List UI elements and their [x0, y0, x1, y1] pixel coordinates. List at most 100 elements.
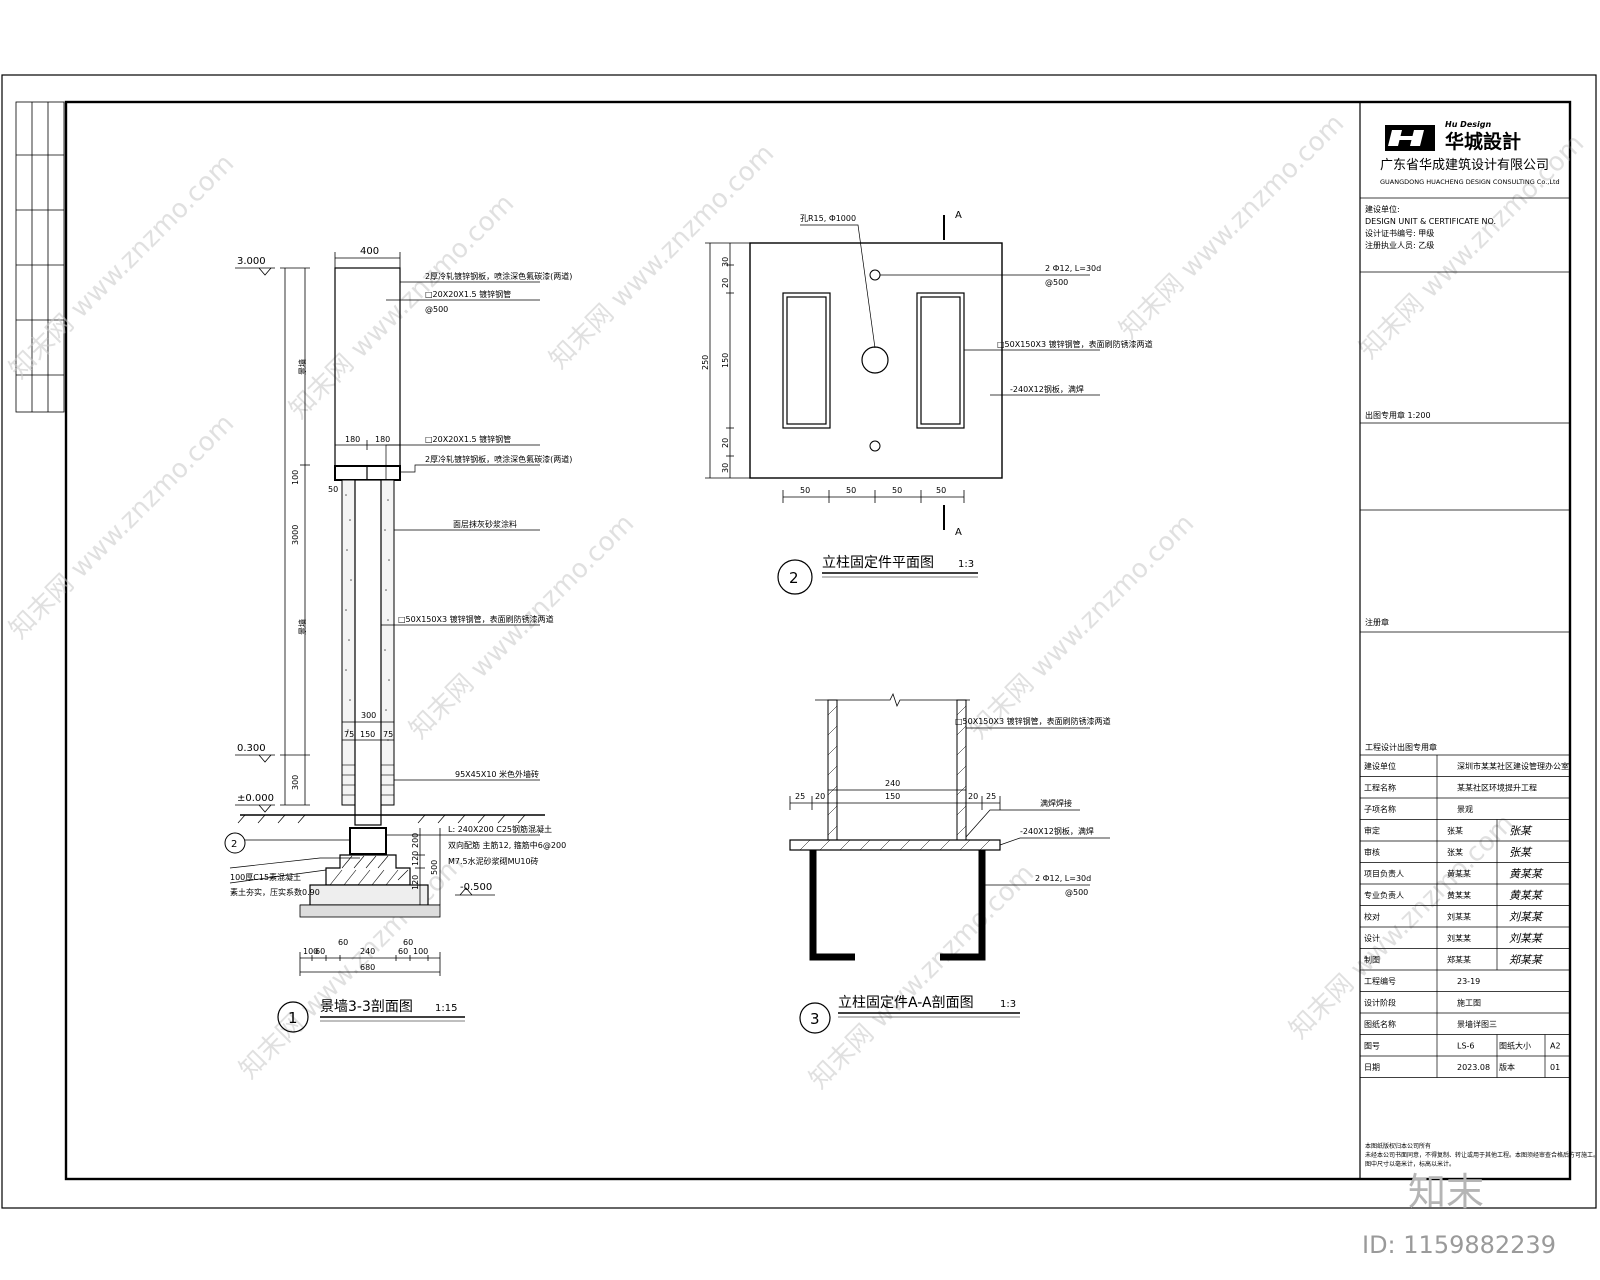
- section-mark: A: [955, 527, 962, 538]
- steel-tube-left: [782, 292, 831, 429]
- sheet-size: A2: [1550, 1042, 1561, 1051]
- drawing-number: 2: [789, 569, 799, 587]
- ground-hatch: [237, 814, 526, 824]
- company-logo-icon: [1385, 125, 1435, 151]
- dim-label: 240: [885, 779, 900, 788]
- tb-row-value: 23-19: [1457, 977, 1480, 986]
- tb-row-label: 审核: [1364, 847, 1380, 857]
- side-label: 景墙: [297, 359, 307, 375]
- side-label: 景墙: [297, 619, 307, 635]
- dim-label: 75: [383, 730, 393, 739]
- dim-label: 300: [291, 775, 300, 790]
- tb-signature: 刘某某: [1509, 911, 1544, 924]
- drawing-title: 景墙3-3剖面图: [320, 999, 413, 1015]
- drawing-scale: 1:3: [958, 559, 974, 570]
- level-label: 0.300: [237, 743, 266, 754]
- watermark: 知末网 www.znzmo.com: [544, 139, 780, 375]
- tb-row-label: 工程编号: [1364, 976, 1396, 986]
- watermark: 知末网 www.znzmo.com: [284, 189, 520, 425]
- tb-row-value: 景观: [1457, 805, 1473, 814]
- anchor-rebar-right: [940, 850, 986, 961]
- tb-row-value: 刘某某: [1447, 912, 1471, 922]
- tb-signature: 张某: [1509, 846, 1533, 859]
- rebar-hole: [869, 440, 881, 452]
- company-name-cn: 广东省华成建筑设计有限公司: [1380, 157, 1549, 173]
- tb-footer-note: 未经本公司书面同意，不得复制、转让或用于其他工程。本图须经审查合格后方可施工。: [1365, 1151, 1599, 1159]
- dim-label: 30: [721, 463, 730, 473]
- dim-label: 200: [411, 833, 420, 848]
- tb-row-value: 张某: [1447, 848, 1463, 857]
- dim-label: 180: [375, 435, 390, 444]
- compacted-soil: [299, 904, 441, 918]
- dim-label: 50: [892, 486, 902, 495]
- callout: -240X12钢板，满焊: [1020, 826, 1094, 836]
- dim-label: 50: [846, 486, 856, 495]
- callout: □50X150X3 镀锌钢管，表面刷防锈漆两道: [997, 339, 1153, 349]
- dim-label: 3000: [291, 525, 300, 545]
- callout: □50X150X3 镀锌钢管，表面刷防锈漆两道: [955, 716, 1111, 726]
- drawing-number: 1: [288, 1009, 298, 1027]
- tb-row-label: 专业负责人: [1364, 890, 1404, 900]
- watermark: 知末网 www.znzmo.com: [4, 409, 240, 645]
- dim-label: 75: [344, 730, 354, 739]
- callout: 2厚冷轧镀锌钢板，喷涂深色氟碳漆(两道): [425, 271, 572, 281]
- tb-row-value: 黄某某: [1447, 890, 1471, 900]
- tb-row-label: 图号: [1364, 1042, 1380, 1051]
- tb-row-label: 工程名称: [1364, 783, 1396, 793]
- steel-post: [354, 479, 382, 826]
- anchor-rebar-left: [809, 850, 855, 961]
- dim-label: 60: [403, 938, 413, 947]
- callout: 满焊焊接: [1040, 798, 1072, 808]
- dim-label: 100: [291, 470, 300, 485]
- dim-label: 25: [986, 792, 996, 801]
- tb-row-value: 2023.08: [1457, 1063, 1490, 1072]
- dim-label: 50: [800, 486, 810, 495]
- drawing-number-circle: [777, 559, 813, 595]
- tb-signature: 张某: [1509, 825, 1533, 838]
- company-name-en: GUANGDONG HUACHENG DESIGN CONSULTING Co.…: [1380, 178, 1560, 186]
- callout: 95X45X10 米色外墙砖: [455, 769, 539, 779]
- callout: @500: [1045, 278, 1068, 287]
- callout: M7.5水泥砂浆砌MU10砖: [448, 856, 539, 866]
- dim-label: 30: [721, 257, 730, 267]
- dim-label: 20: [721, 278, 730, 288]
- tb-row-label: 设计: [1364, 933, 1380, 943]
- dim-label: 150: [885, 792, 900, 801]
- tb-row-label: 子项名称: [1364, 804, 1396, 814]
- callout: 2厚冷轧镀锌钢板，喷涂深色氟碳漆(两道): [425, 454, 572, 464]
- tb-row-label: 建设单位: [1364, 761, 1396, 771]
- brick-footing: [325, 854, 411, 886]
- tb-row-value: 黄某某: [1447, 869, 1471, 879]
- brand-cn: 华城設計: [1445, 130, 1521, 153]
- tb-row-value: LS-6: [1457, 1042, 1475, 1051]
- dim-label: 60: [338, 938, 348, 947]
- dim-label: 180: [345, 435, 360, 444]
- tb-row-label: 校对: [1364, 912, 1380, 922]
- dim-label: 100: [413, 947, 428, 956]
- drawing-title: 立柱固定件A-A剖面图: [838, 995, 974, 1011]
- drawing-title: 立柱固定件平面图: [822, 555, 934, 571]
- tb-signature: 黄某某: [1509, 868, 1544, 881]
- drawing-number-circle: [799, 1002, 831, 1034]
- level-label: -0.500: [460, 882, 492, 893]
- tb-row-value: 施工图: [1457, 998, 1481, 1008]
- watermark: 知末网 www.znzmo.com: [4, 149, 240, 385]
- drawing-number-circle: [277, 1001, 309, 1033]
- callout: 2 Ф12, L=30d: [1045, 264, 1101, 273]
- dim-label: 20: [968, 792, 978, 801]
- rebar-hole: [869, 269, 881, 281]
- dim-label: 120: [411, 851, 420, 866]
- tb-row-label: 图纸名称: [1364, 1019, 1396, 1029]
- drawing-number: 3: [810, 1010, 820, 1028]
- callout: -240X12钢板，满焊: [1010, 384, 1084, 394]
- tb-row-value: 郑某某: [1447, 955, 1471, 965]
- version-label: 版本: [1499, 1062, 1515, 1072]
- callout: 面层抹灰砂浆涂料: [453, 519, 517, 529]
- dim-label: 50: [936, 486, 946, 495]
- drawing-wall-section: 3.000 0.300 ±0.000 -0.500 3000 300 100 景…: [224, 246, 572, 1033]
- drawing-fixing-plan: A A 30 20 150 20 30 250 50 50: [701, 210, 1153, 595]
- tb-row-label: 制图: [1364, 955, 1380, 965]
- stamp-label: 出图专用章 1:200: [1365, 410, 1431, 420]
- tb-row-label: 审定: [1364, 826, 1380, 836]
